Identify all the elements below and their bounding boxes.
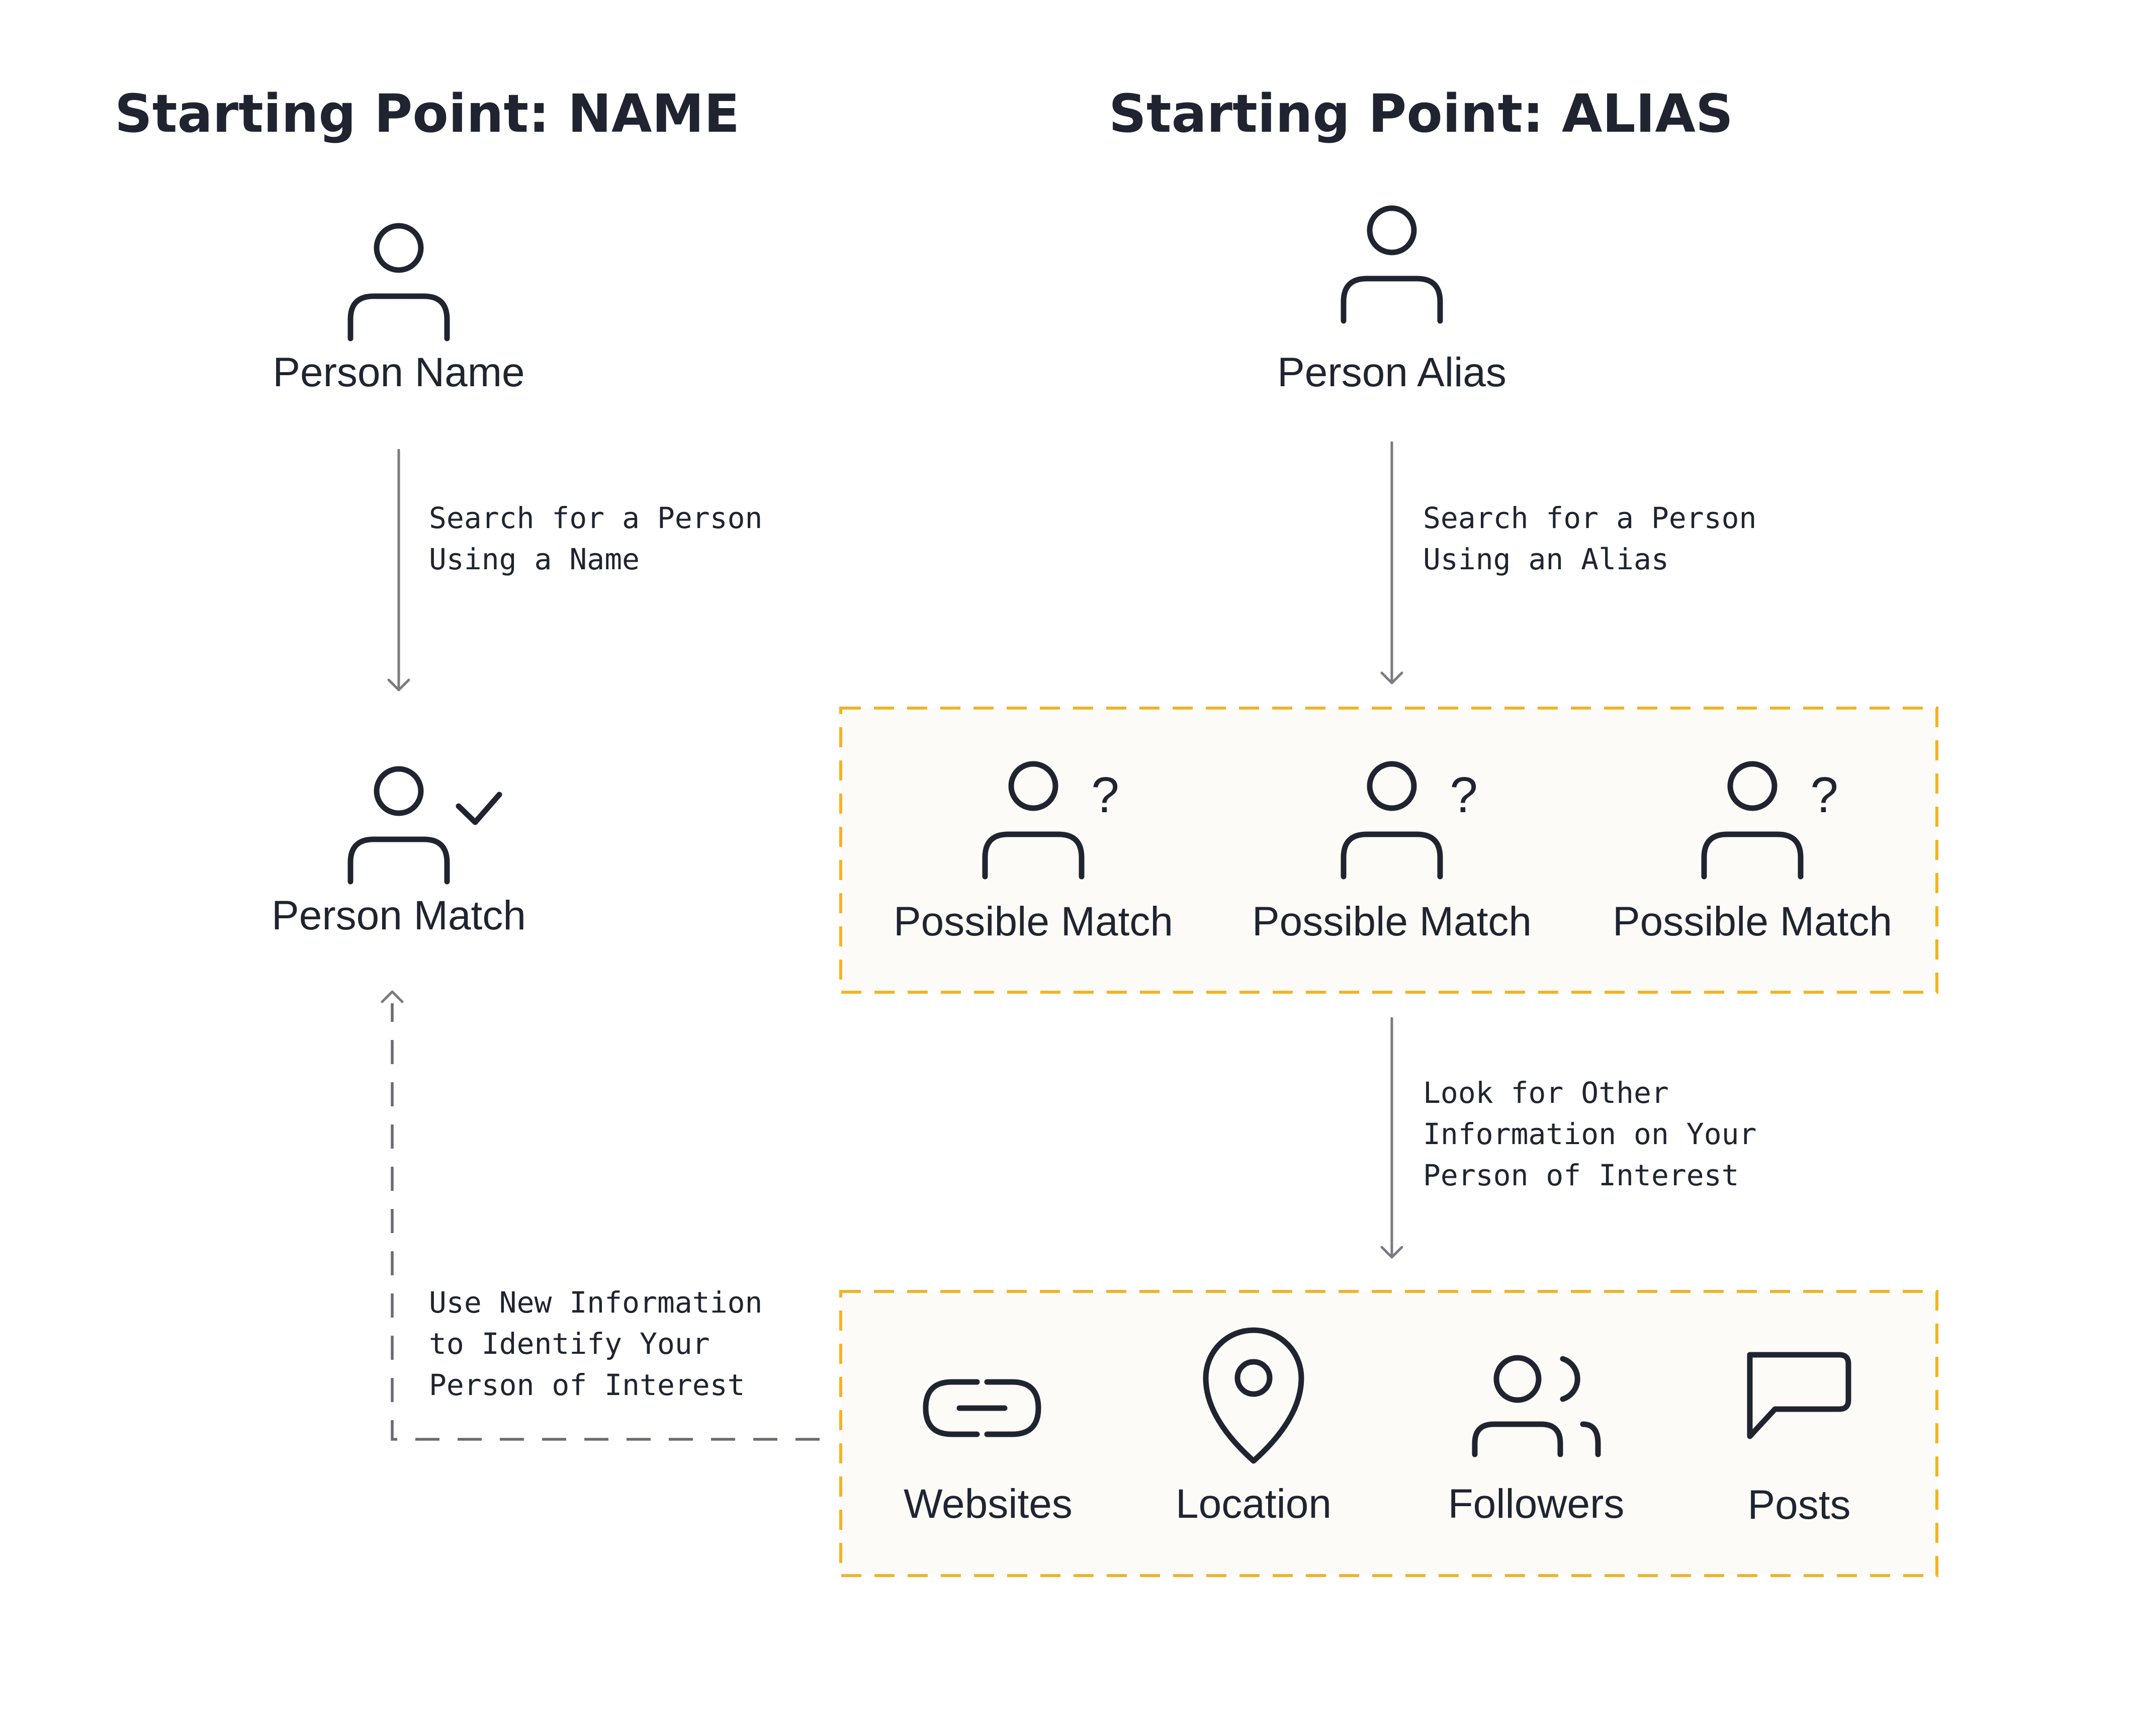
person-icon — [350, 769, 447, 882]
look-other-note-line: Look for Other — [1423, 1076, 1669, 1110]
person-match-node: Person Match — [272, 769, 526, 938]
location-item: Location — [1176, 1327, 1331, 1527]
websites-label: Websites — [904, 1481, 1073, 1527]
search-name-note: Search for a Person Using a Name — [429, 501, 780, 576]
search-alias-arrow — [1380, 441, 1403, 684]
possible-match-label: Possible Match — [1613, 899, 1892, 944]
heading-name: Starting Point: NAME — [115, 83, 740, 144]
search-name-note-line: Search for a Person — [429, 501, 762, 535]
question-mark-icon: ? — [1091, 767, 1119, 823]
look-other-note: Look for Other Information on Your Perso… — [1423, 1076, 1774, 1192]
search-alias-note: Search for a Person Using an Alias — [1423, 501, 1774, 576]
search-alias-note-line: Search for a Person — [1423, 501, 1756, 535]
users-icon — [1472, 1355, 1601, 1457]
possible-match-label: Possible Match — [894, 899, 1173, 944]
possible-matches-group: ? Possible Match ? Possible Match ? Poss… — [839, 707, 1938, 994]
speech-bubble-icon — [1747, 1352, 1851, 1439]
map-pin-icon — [1203, 1327, 1304, 1464]
person-match-label: Person Match — [272, 893, 526, 938]
info-items-group: Websites Location Followers Posts — [839, 1290, 1938, 1577]
person-name-node: Person Name — [273, 226, 525, 395]
person-alias-label: Person Alias — [1277, 350, 1506, 395]
link-icon — [923, 1379, 1041, 1437]
search-name-arrow — [387, 449, 410, 691]
location-label: Location — [1176, 1481, 1331, 1527]
person-icon — [1344, 208, 1440, 321]
possible-match-item: ? Possible Match — [1252, 764, 1532, 944]
person-icon — [350, 226, 447, 338]
followers-label: Followers — [1448, 1481, 1625, 1527]
heading-alias: Starting Point: ALIAS — [1109, 83, 1733, 144]
person-name-label: Person Name — [273, 350, 524, 395]
possible-match-item: ? Possible Match — [1613, 764, 1892, 944]
posts-label: Posts — [1747, 1482, 1850, 1528]
use-new-info-arrow — [381, 990, 820, 1441]
use-new-info-note-line: Use New Information — [429, 1285, 762, 1320]
person-alias-node: Person Alias — [1277, 208, 1506, 395]
question-mark-icon: ? — [1450, 767, 1478, 823]
possible-match-label: Possible Match — [1252, 899, 1532, 944]
question-mark-icon: ? — [1810, 767, 1838, 823]
search-name-note-line: Using a Name — [429, 542, 640, 576]
search-alias-note-line: Using an Alias — [1423, 542, 1669, 576]
followers-item: Followers — [1448, 1355, 1625, 1527]
posts-item: Posts — [1747, 1352, 1851, 1528]
use-new-info-note: Use New Information to Identify Your Per… — [429, 1285, 780, 1402]
checkmark-icon — [456, 792, 502, 825]
look-other-arrow — [1380, 1017, 1403, 1259]
look-other-note-line: Information on Your — [1423, 1117, 1756, 1151]
look-other-note-line: Person of Interest — [1423, 1158, 1739, 1192]
possible-match-item: ? Possible Match — [894, 764, 1173, 944]
websites-item: Websites — [904, 1379, 1073, 1527]
use-new-info-note-line: Person of Interest — [429, 1368, 745, 1402]
possible-matches-box — [839, 707, 1938, 994]
use-new-info-note-line: to Identify Your — [429, 1327, 710, 1361]
